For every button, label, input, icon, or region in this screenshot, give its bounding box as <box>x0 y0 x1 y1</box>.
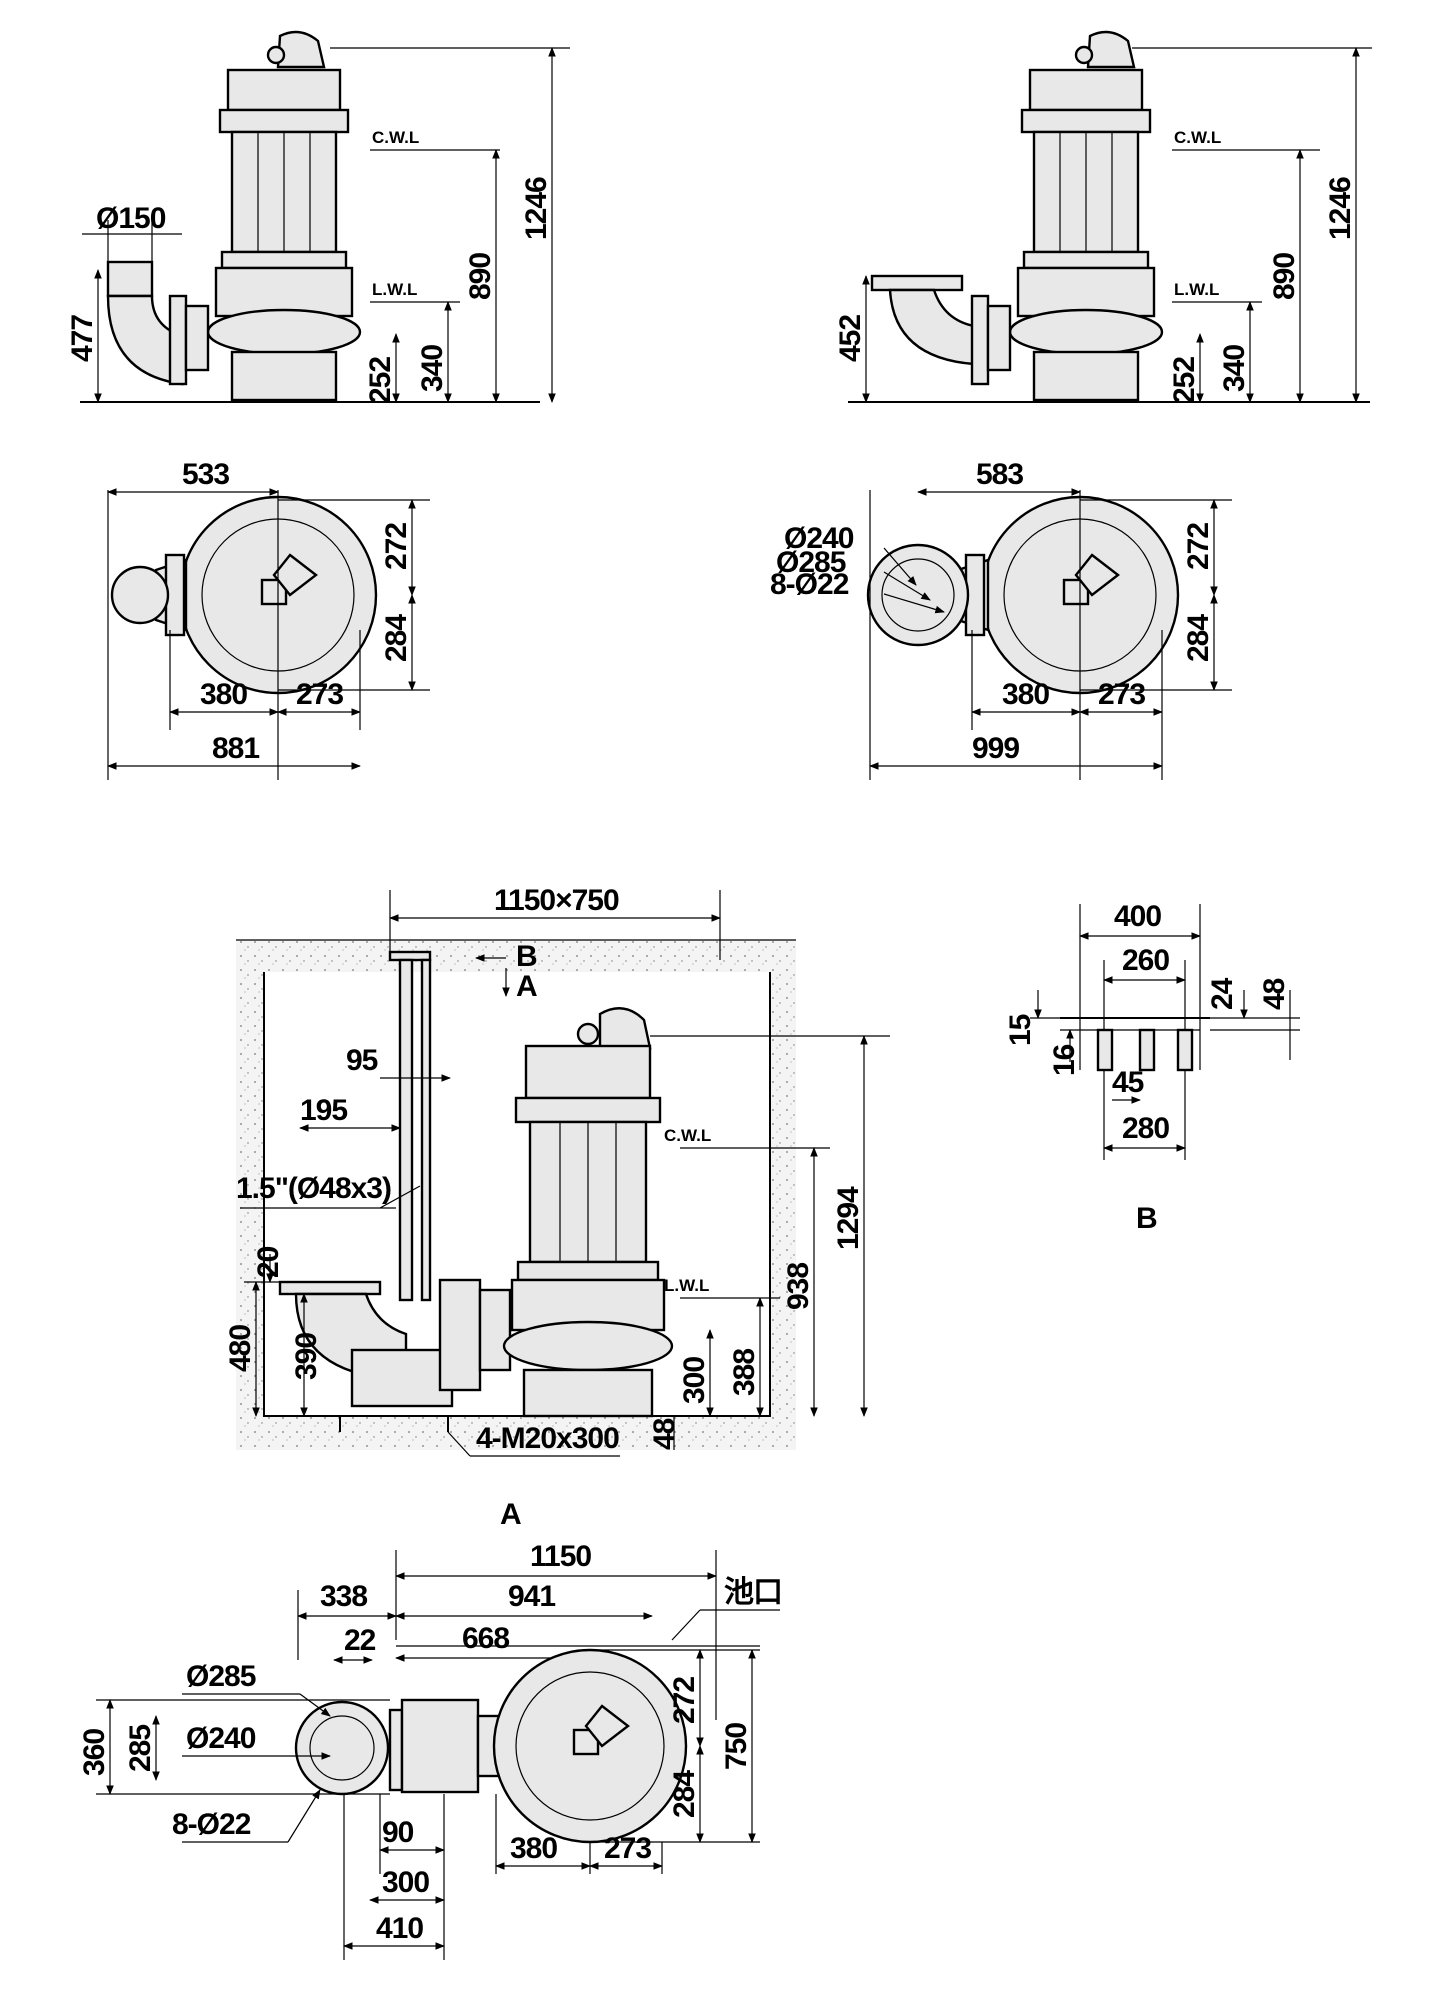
dim-273: 273 <box>296 678 343 711</box>
detail-b-title: B <box>1136 1202 1158 1235</box>
dim-477: 477 <box>66 315 99 362</box>
dim-1294: 1294 <box>832 1186 865 1250</box>
dim-533: 533 <box>182 458 229 491</box>
pump-body <box>502 1007 674 1418</box>
dim-380: 380 <box>1002 678 1049 711</box>
section-view: 1150×750 B A C.W.L L.W.L 1294 938 388 30… <box>224 884 890 1457</box>
dim-380: 380 <box>510 1832 557 1865</box>
cwl-label: C.W.L <box>1174 128 1221 147</box>
dim-999: 999 <box>972 732 1019 765</box>
view-a: A 1150 338 941 池口 22 668 360 285 <box>78 1498 783 1960</box>
dim-d240: Ø240 <box>784 522 854 555</box>
dim-22: 22 <box>344 1624 376 1657</box>
dim-941: 941 <box>508 1580 555 1613</box>
discharge-elbow <box>106 260 210 386</box>
dim-390: 390 <box>290 1333 323 1380</box>
dim-252: 252 <box>364 357 397 404</box>
dim-outlet-dia: Ø150 <box>96 202 166 235</box>
dim-881: 881 <box>212 732 259 765</box>
dim-15: 15 <box>1004 1014 1037 1046</box>
cwl-label: C.W.L <box>372 128 419 147</box>
plan-view-right: 583 Ø240 Ø285 8-Ø22 272 284 380 273 999 <box>770 458 1232 780</box>
cwl-label: C.W.L <box>664 1126 711 1145</box>
dim-340: 340 <box>416 345 449 392</box>
dim-273: 273 <box>604 1832 651 1865</box>
dim-480: 480 <box>224 1325 257 1372</box>
dim-388: 388 <box>728 1349 761 1396</box>
elevation-view-right: C.W.L L.W.L 452 1246 890 340 252 <box>834 30 1372 404</box>
dim-400: 400 <box>1114 900 1161 933</box>
dim-938: 938 <box>782 1263 815 1310</box>
dim-285: 285 <box>124 1725 157 1772</box>
marker-a: A <box>516 970 537 1003</box>
dim-583: 583 <box>976 458 1023 491</box>
dim-284: 284 <box>380 614 413 662</box>
marker-b: B <box>516 940 537 973</box>
dim-pit: 1150×750 <box>494 884 619 917</box>
dim-272: 272 <box>380 523 413 570</box>
dim-1150: 1150 <box>530 1540 591 1573</box>
pipe-spec: 1.5"(Ø48x3) <box>236 1172 391 1205</box>
dim-d285: Ø285 <box>776 546 846 579</box>
dim-48: 48 <box>1258 978 1291 1010</box>
dim-45: 45 <box>1112 1066 1144 1099</box>
dim-16: 16 <box>1048 1044 1081 1076</box>
dim-890: 890 <box>464 253 497 300</box>
dim-340: 340 <box>1218 345 1251 392</box>
dim-890: 890 <box>1268 253 1301 300</box>
dim-272: 272 <box>668 1677 701 1724</box>
dim-668: 668 <box>462 1622 509 1655</box>
dim-holes: 8-Ø22 <box>770 568 849 601</box>
detail-b: 400 260 15 16 24 48 45 280 B <box>1004 900 1300 1235</box>
dim-20: 20 <box>252 1246 285 1278</box>
pit-label: 池口 <box>724 1576 782 1609</box>
dim-300: 300 <box>678 1357 711 1404</box>
dim-360: 360 <box>78 1729 111 1776</box>
dim-452: 452 <box>834 315 867 362</box>
dim-d285: Ø285 <box>186 1660 256 1693</box>
lwl-label: L.W.L <box>664 1276 709 1295</box>
dim-284: 284 <box>668 1770 701 1818</box>
lwl-label: L.W.L <box>372 280 417 299</box>
discharge-elbow <box>870 274 1012 386</box>
dim-273: 273 <box>1098 678 1145 711</box>
view-a-title: A <box>500 1498 522 1531</box>
dim-338: 338 <box>320 1580 367 1613</box>
dim-252: 252 <box>1168 357 1201 404</box>
pump-body <box>206 30 362 402</box>
dim-24: 24 <box>1206 977 1239 1010</box>
dim-260: 260 <box>1122 944 1169 977</box>
elevation-view-left: C.W.L L.W.L Ø150 477 1246 890 340 252 <box>66 30 570 404</box>
dim-d240: Ø240 <box>186 1722 256 1755</box>
dim-1246: 1246 <box>1324 177 1357 240</box>
bolt-spec: 4-M20x300 <box>476 1422 619 1455</box>
dim-1246: 1246 <box>520 177 553 240</box>
plan-view-left: 533 272 284 380 273 881 <box>107 458 430 780</box>
dim-300: 300 <box>382 1866 429 1899</box>
dim-195: 195 <box>300 1094 347 1127</box>
dim-280: 280 <box>1122 1112 1169 1145</box>
dim-410: 410 <box>376 1912 423 1945</box>
dim-95: 95 <box>346 1044 378 1077</box>
dim-380: 380 <box>200 678 247 711</box>
dim-750: 750 <box>720 1723 753 1770</box>
pump-body <box>1008 30 1164 402</box>
dim-holes: 8-Ø22 <box>172 1808 251 1841</box>
dim-48: 48 <box>648 1418 681 1450</box>
lwl-label: L.W.L <box>1174 280 1219 299</box>
dim-272: 272 <box>1182 523 1215 570</box>
dim-284: 284 <box>1182 614 1215 662</box>
dim-90: 90 <box>382 1816 414 1849</box>
